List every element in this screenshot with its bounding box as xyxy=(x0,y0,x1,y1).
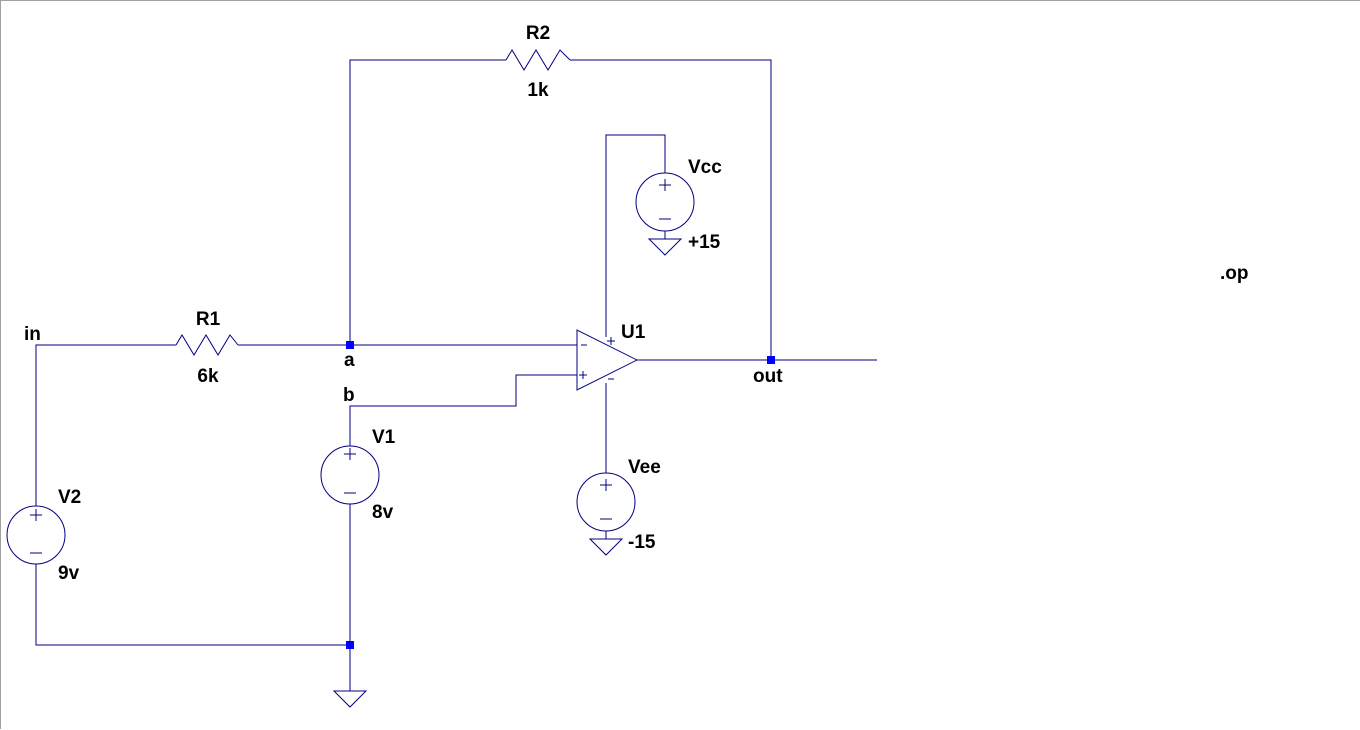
wires xyxy=(35,59,877,691)
voltage-source-vee[interactable] xyxy=(576,472,636,532)
net-label-out: out xyxy=(753,366,783,387)
r2-value-label: 1k xyxy=(527,80,549,101)
v1-name-label: V1 xyxy=(372,427,396,448)
voltage-source-vcc[interactable] xyxy=(635,172,695,232)
wire-feedback-right[interactable] xyxy=(570,59,772,360)
vee-name-label: Vee xyxy=(628,457,661,478)
v2-name-label: V2 xyxy=(58,487,81,508)
ground-vcc[interactable] xyxy=(647,238,683,256)
resistor-r2[interactable] xyxy=(505,49,571,71)
ground-vee[interactable] xyxy=(588,538,624,556)
r1-name-label: R1 xyxy=(196,309,221,330)
resistor-r1[interactable] xyxy=(175,334,239,356)
junction-node-a[interactable] xyxy=(346,341,354,349)
voltage-source-v1[interactable] xyxy=(320,445,380,505)
opamp-u1[interactable] xyxy=(576,329,639,391)
r2-name-label: R2 xyxy=(526,23,550,44)
wire-v2-gnd[interactable] xyxy=(35,564,350,646)
wire-in[interactable] xyxy=(35,344,176,506)
net-label-b: b xyxy=(343,385,355,406)
wire-feedback-left[interactable] xyxy=(349,59,506,345)
wire-b[interactable] xyxy=(349,374,577,446)
v2-value-label: 9v xyxy=(58,563,80,584)
vee-value-label: -15 xyxy=(628,532,656,553)
net-label-a: a xyxy=(344,350,355,371)
junction-node-gnd[interactable] xyxy=(346,641,354,649)
net-label-in: in xyxy=(24,324,41,345)
wire-vcc[interactable] xyxy=(605,134,666,337)
vcc-value-label: +15 xyxy=(688,232,721,253)
junction-node-out[interactable] xyxy=(767,356,775,364)
r1-value-label: 6k xyxy=(197,366,219,387)
spice-directive-op[interactable]: .op xyxy=(1220,263,1249,284)
v1-value-label: 8v xyxy=(372,502,394,523)
ground-main[interactable] xyxy=(332,690,368,708)
vcc-name-label: Vcc xyxy=(688,157,722,178)
voltage-source-v2[interactable] xyxy=(6,505,66,565)
u1-name-label: U1 xyxy=(621,322,646,343)
